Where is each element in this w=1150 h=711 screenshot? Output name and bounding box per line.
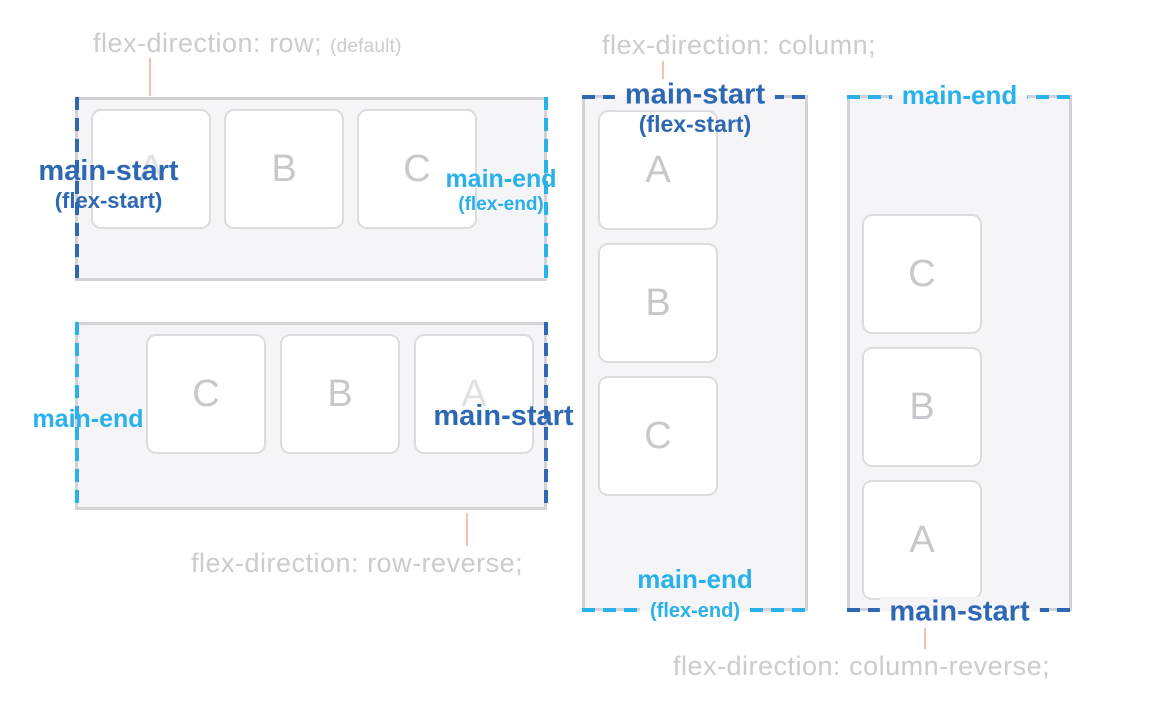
title-flex-direction-column-reverse: flex-direction: column-reverse;	[673, 651, 1050, 682]
flex-item-a: A	[91, 109, 211, 229]
connector-line-column-reverse	[924, 619, 926, 649]
label-main-end: main-end (flex-end)	[431, 166, 571, 216]
title-flex-direction-column: flex-direction: column;	[602, 30, 876, 61]
flex-item-a: A	[862, 480, 982, 600]
flex-item-b: B	[862, 347, 982, 467]
flex-container-row: A B C main-start (flex-start) main-end (…	[38, 97, 557, 281]
flex-item-c: C	[598, 376, 718, 496]
main-start-edge-row	[75, 97, 79, 281]
flex-end-text: (flex-end)	[458, 194, 544, 215]
flex-item-letter: A	[909, 518, 935, 561]
flex-item-letter: C	[908, 252, 936, 295]
flex-item-c: C	[862, 214, 982, 334]
title-row-default-note: (default)	[330, 36, 402, 57]
flex-item-a: A	[414, 334, 534, 454]
flex-item-letter: A	[645, 148, 671, 191]
flex-item-c: C	[146, 334, 266, 454]
title-flex-direction-row: flex-direction: row; (default)	[93, 28, 402, 59]
main-end-edge-row	[544, 97, 548, 281]
label-main-end: main-end	[637, 565, 753, 593]
flex-start-text: (flex-start)	[638, 111, 752, 137]
flex-item-letter: B	[909, 385, 935, 428]
flex-start-text: (flex-start)	[54, 188, 163, 214]
label-main-start: main-start (flex-start)	[31, 155, 186, 214]
main-start-edge-row-reverse	[544, 322, 548, 510]
flex-item-letter: C	[644, 414, 672, 457]
label-flex-end: (flex-end)	[640, 601, 750, 623]
main-start-text: main-start	[433, 400, 574, 432]
title-row-reverse-text: flex-direction: row-reverse;	[191, 548, 524, 578]
main-end-text: main-end	[32, 405, 144, 433]
flex-item-letter: B	[645, 281, 671, 324]
main-end-text: main-end	[637, 563, 753, 594]
title-column-text: flex-direction: column;	[602, 30, 877, 60]
flex-item-letter: B	[271, 147, 297, 190]
flex-container-row-reverse: C B A main-end main-start	[32, 322, 574, 510]
flex-item-letter: C	[403, 147, 431, 190]
flex-item-b: B	[224, 109, 344, 229]
main-end-edge-row-reverse	[75, 322, 79, 510]
main-end-text: main-end	[445, 165, 557, 193]
main-end-text: main-end	[901, 79, 1018, 110]
flex-item-letter: B	[327, 372, 353, 415]
flex-item-letter: C	[192, 372, 220, 415]
connector-line-row	[149, 58, 151, 96]
main-start-text: main-start	[889, 595, 1030, 628]
main-start-text: main-start	[38, 155, 179, 187]
label-flex-start: (flex-start)	[639, 112, 751, 137]
main-start-text: main-start	[624, 78, 766, 111]
label-main-end: main-end	[891, 79, 1028, 110]
label-main-end: main-end	[23, 406, 153, 433]
flex-container-column: A B C main-start (flex-start) main-end (…	[582, 79, 808, 623]
label-main-start: main-start	[426, 400, 581, 432]
connector-line-column	[662, 61, 664, 86]
title-row-text: flex-direction: row;	[93, 28, 323, 58]
title-flex-direction-row-reverse: flex-direction: row-reverse;	[191, 548, 523, 579]
label-main-start: main-start	[879, 595, 1040, 628]
flex-item-b: B	[280, 334, 400, 454]
label-main-start: main-start	[614, 78, 776, 111]
connector-line-row-reverse	[466, 513, 468, 546]
flex-item-b: B	[598, 243, 718, 363]
flex-end-text: (flex-end)	[650, 600, 740, 623]
flex-container-column-reverse: C B A main-end main-start	[847, 81, 1072, 628]
title-column-reverse-text: flex-direction: column-reverse;	[673, 651, 1051, 681]
